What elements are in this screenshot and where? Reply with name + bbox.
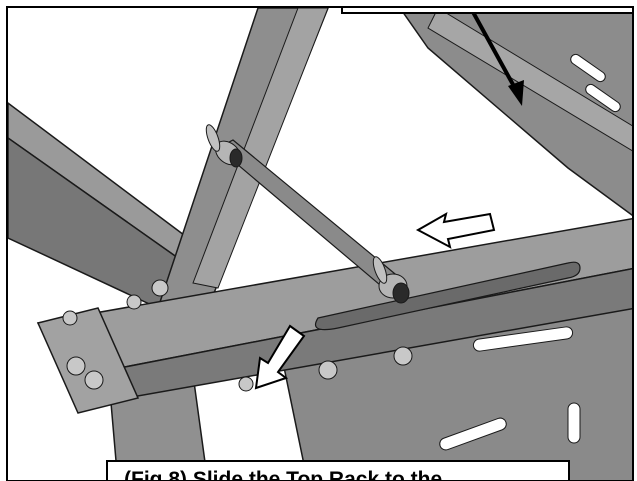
bolt xyxy=(84,370,104,390)
illustration-frame: (Fig.8) Slide the Top Rack to the xyxy=(6,6,634,481)
upper-right-rail-flange xyxy=(427,8,632,152)
wing-nut-lower xyxy=(372,256,410,304)
slot xyxy=(439,417,507,451)
pointer-arrow xyxy=(468,8,524,106)
callout-box xyxy=(341,8,632,14)
direction-arrow-left xyxy=(415,211,496,249)
bolt xyxy=(238,376,254,392)
slot xyxy=(567,402,581,444)
bolt xyxy=(66,356,86,376)
left-end-plate xyxy=(36,307,140,414)
rack-assembly-illustration xyxy=(8,8,632,480)
center-post-face xyxy=(192,8,329,289)
slot xyxy=(472,326,574,352)
slot xyxy=(585,83,621,113)
bolt xyxy=(151,279,169,297)
bolt xyxy=(393,346,413,366)
direction-arrow-down xyxy=(254,324,306,390)
wing-nut-upper xyxy=(205,124,243,168)
bolt xyxy=(62,310,78,326)
bolt xyxy=(318,360,338,380)
slot xyxy=(570,53,606,83)
bolt xyxy=(126,294,142,310)
figure-caption: (Fig.8) Slide the Top Rack to the xyxy=(106,460,570,480)
slide-slot xyxy=(314,261,581,331)
